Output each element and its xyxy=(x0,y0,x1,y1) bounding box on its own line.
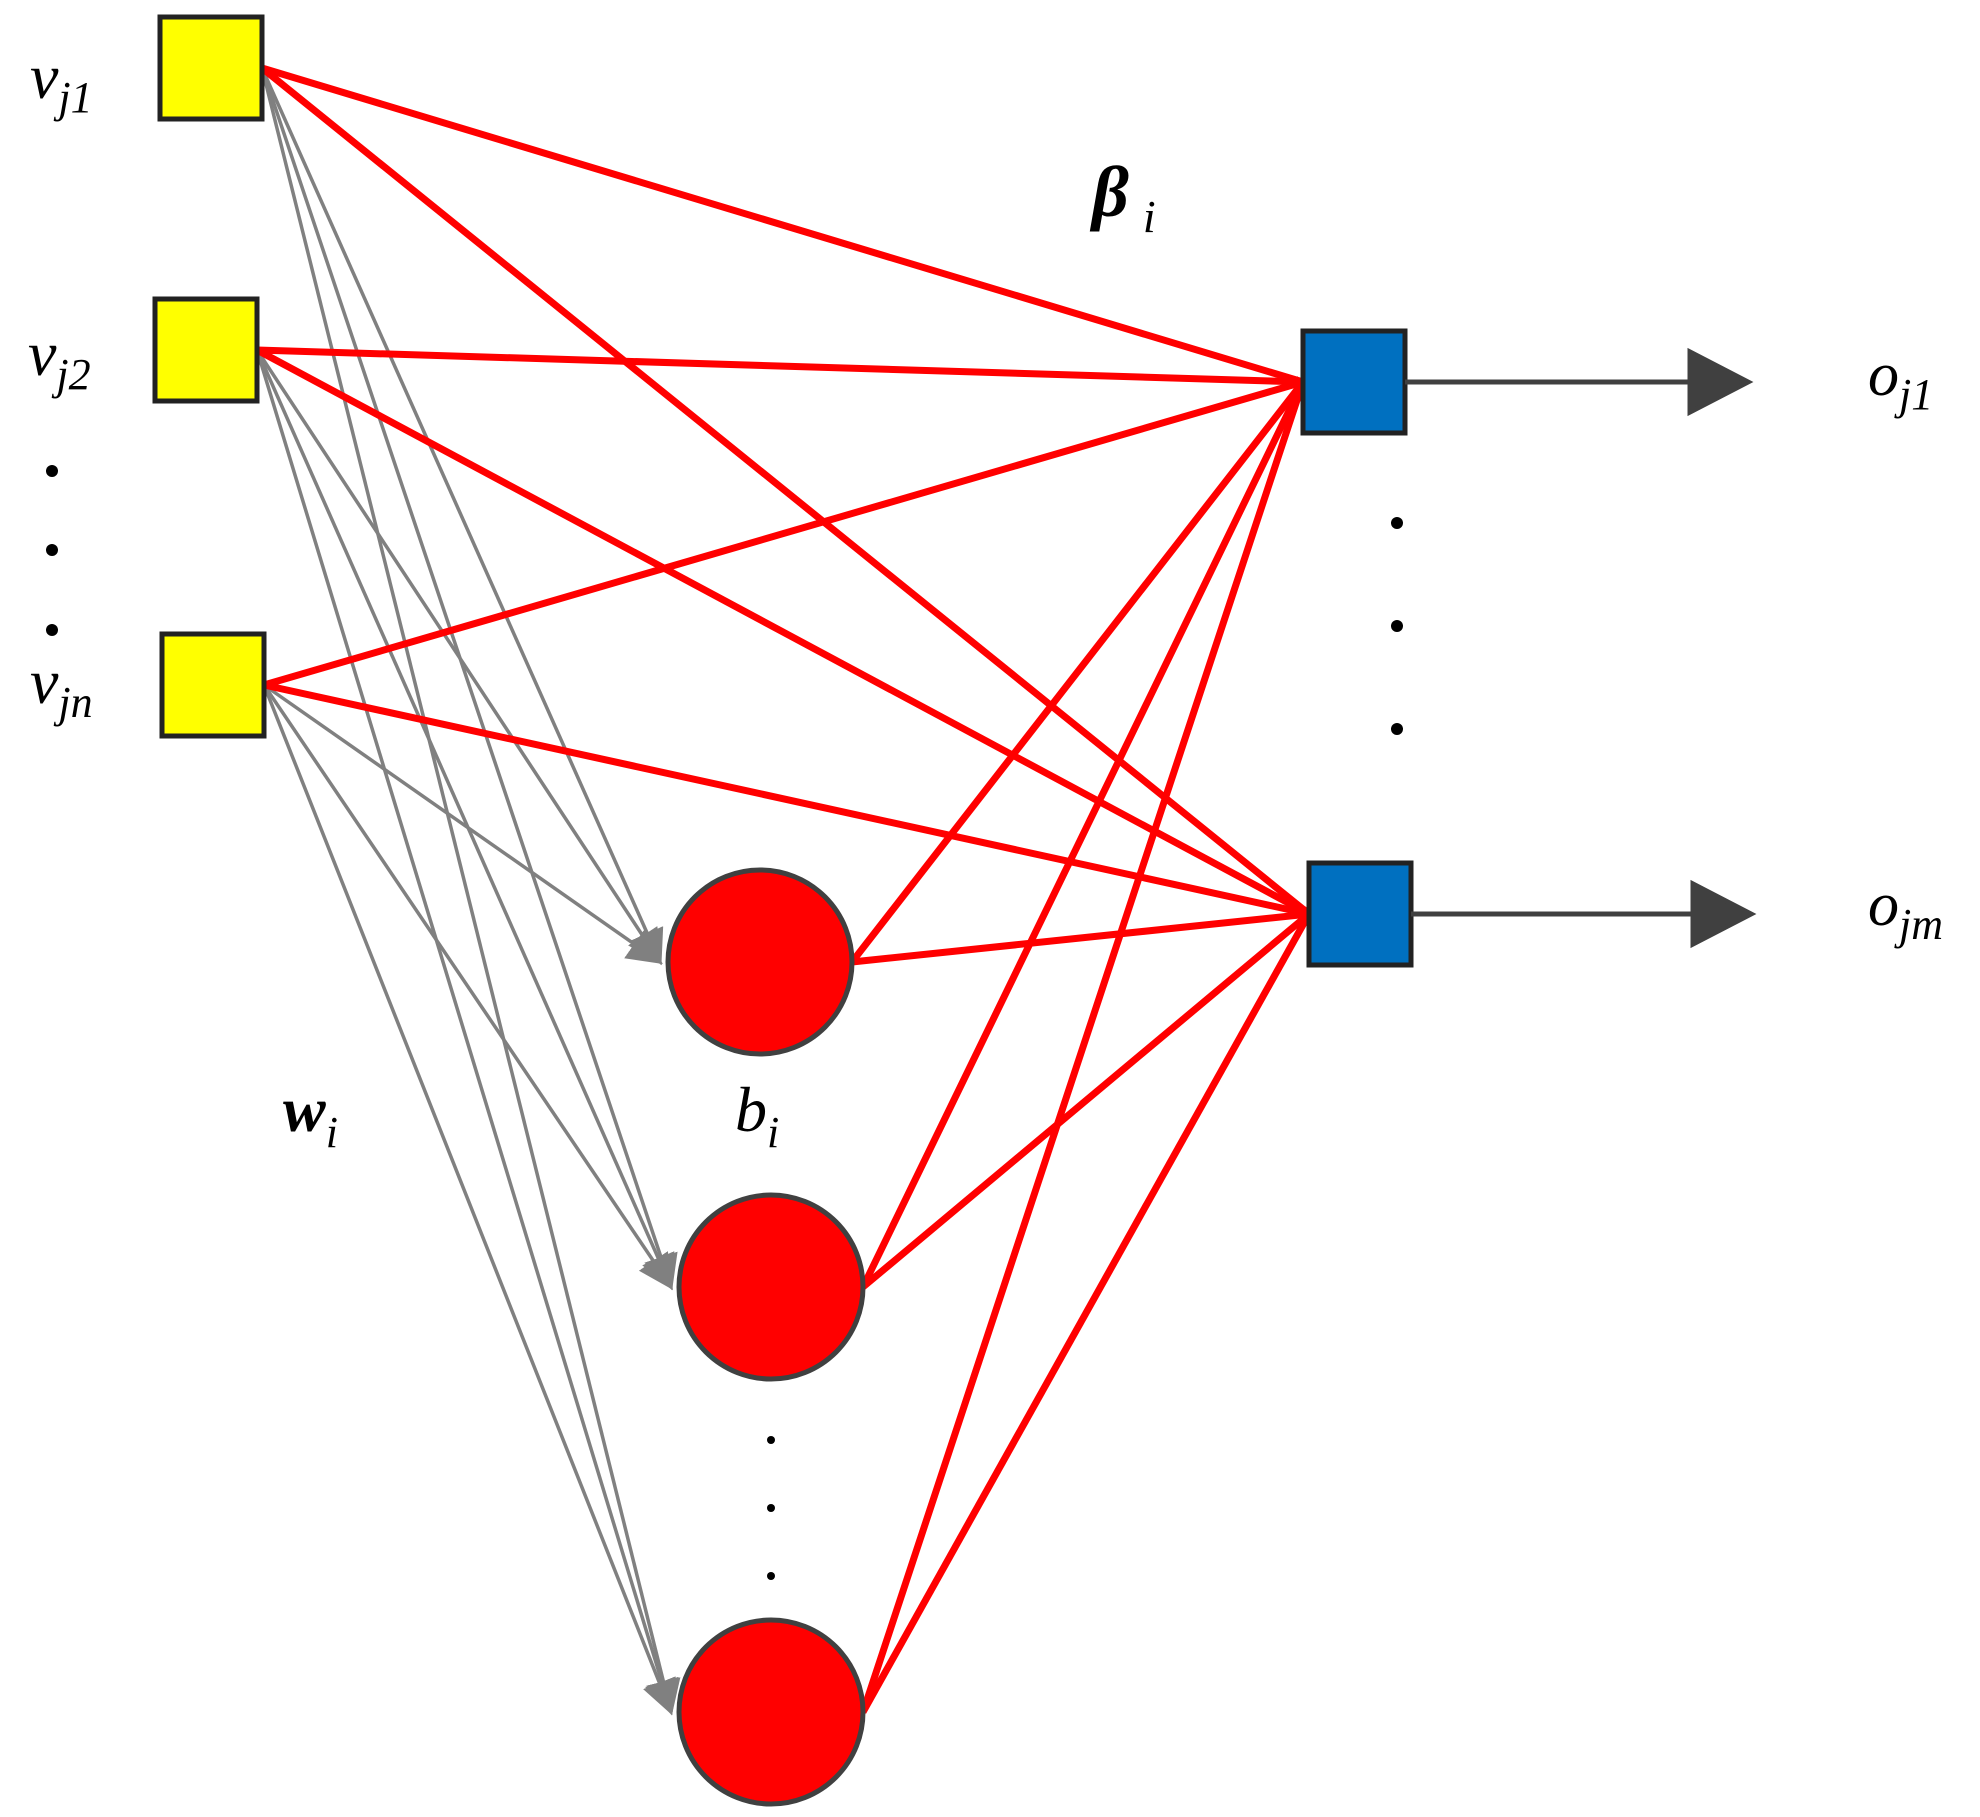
to-output-edge xyxy=(263,681,1310,918)
output-weight-label-sub: i xyxy=(1143,191,1156,242)
input-weight-label: wi xyxy=(283,1074,338,1157)
input-ellipsis-dot xyxy=(46,624,58,636)
hidden-layer xyxy=(665,867,866,1807)
to-output-edge xyxy=(849,379,1306,965)
hidden-bias-label-sub: i xyxy=(767,1108,779,1157)
input-label-2: vj2 xyxy=(28,318,91,399)
output-ellipsis-dot xyxy=(1391,517,1403,529)
input-hidden-edge xyxy=(255,349,662,965)
input-weight-label-sub: i xyxy=(326,1108,338,1157)
hidden-ellipsis-dot xyxy=(767,1572,775,1580)
to-output-edge xyxy=(859,380,1307,1714)
input-hidden-edge xyxy=(260,67,664,966)
input-weight-edges xyxy=(255,67,681,1716)
input-hidden-edge xyxy=(262,683,663,965)
input-ellipsis-dot xyxy=(46,465,58,477)
to-output-edge xyxy=(859,912,1313,1714)
hidden-bias-label: bi xyxy=(735,1074,779,1157)
to-output-edge xyxy=(859,380,1307,1289)
input-label-n: vjn xyxy=(30,646,93,727)
output-label-m: ojm xyxy=(1868,871,1943,949)
output-weight-edges xyxy=(255,64,1313,1714)
input-hidden-edge xyxy=(262,684,676,1716)
output-weight-label-base: β xyxy=(1089,152,1129,232)
input-node-1 xyxy=(157,14,265,122)
input-node-n xyxy=(159,631,267,739)
input-label-n-base: v xyxy=(30,646,59,717)
output-arrowhead-1 xyxy=(1687,347,1754,417)
input-label-2-base: v xyxy=(28,318,57,389)
input-node-2 xyxy=(152,296,260,404)
hidden-node-l xyxy=(676,1617,866,1807)
input-label-1-sub: j1 xyxy=(53,73,92,122)
output-arrowhead-m xyxy=(1690,879,1757,949)
to-output-edge xyxy=(263,378,1304,689)
input-hidden-edge xyxy=(255,349,675,1291)
output-node-m xyxy=(1306,860,1414,968)
ellipsis-dots xyxy=(46,465,1403,1580)
to-output-edge xyxy=(860,911,1312,1290)
hidden-node-1 xyxy=(665,867,855,1057)
hidden-ellipsis-dot xyxy=(767,1436,775,1444)
to-output-edge xyxy=(260,64,1305,386)
input-weight-label-base: w xyxy=(283,1074,326,1145)
output-node-1 xyxy=(1300,328,1408,436)
output-label-1-base: o xyxy=(1868,341,1899,409)
input-hidden-edge xyxy=(260,67,678,1291)
hidden-ellipsis-dot xyxy=(767,1504,775,1512)
input-hidden-edge xyxy=(262,684,673,1290)
output-label-m-base: o xyxy=(1868,871,1899,939)
output-ellipsis-dot xyxy=(1391,620,1403,632)
output-layer xyxy=(1300,328,1414,968)
input-ellipsis-dot xyxy=(46,544,58,556)
output-ellipsis-dot xyxy=(1391,723,1403,735)
hidden-node-2 xyxy=(676,1192,866,1382)
input-label-1-base: v xyxy=(30,41,59,112)
input-label-2-sub: j2 xyxy=(51,350,90,399)
input-hidden-edge xyxy=(260,67,681,1716)
to-output-edge xyxy=(255,346,1311,918)
to-output-edge xyxy=(259,65,1312,917)
input-label-n-sub: jn xyxy=(53,678,92,727)
output-label-1: oj1 xyxy=(1868,341,1933,419)
input-layer xyxy=(152,14,267,739)
hidden-bias-label-base: b xyxy=(735,1074,767,1145)
to-output-edge xyxy=(256,346,1304,386)
output-label-1-sub: j1 xyxy=(1894,370,1933,419)
output-label-m-sub: jm xyxy=(1894,900,1943,949)
output-arrows xyxy=(1405,347,1757,949)
to-output-edge xyxy=(851,910,1310,966)
input-hidden-edge xyxy=(255,349,679,1716)
input-label-1: vj1 xyxy=(30,41,93,122)
